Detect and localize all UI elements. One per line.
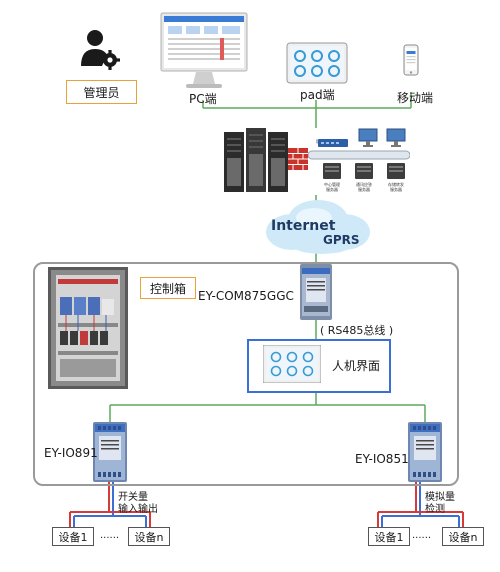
- cabinet-title-box: 控制箱: [140, 277, 196, 299]
- io-module-left-icon: [93, 422, 127, 482]
- hmi-screen-icon: [263, 345, 321, 383]
- io-module-right-icon: [408, 422, 442, 482]
- hmi-label: 人机界面: [332, 359, 381, 373]
- control-cabinet-frame: [33, 262, 459, 486]
- device-label: 设备n: [134, 530, 164, 544]
- server-label-storage: 存储转发 服务器: [388, 182, 404, 192]
- io-left-label: EY-IO891: [44, 446, 98, 460]
- io-right-label: EY-IO851: [355, 452, 409, 466]
- gprs-label: GPRS: [323, 233, 360, 247]
- internet-cloud: [266, 200, 370, 254]
- mobile-label: 移动端: [397, 91, 434, 105]
- pad-label: pad端: [300, 88, 335, 102]
- device-box: 设备n: [128, 527, 170, 546]
- server-icon: [323, 163, 341, 179]
- left-signal-label-line2: 输入输出: [118, 504, 158, 515]
- device-ellipsis: ......: [100, 530, 120, 541]
- device-box: 设备n: [442, 527, 484, 546]
- device-ellipsis: ......: [412, 530, 432, 541]
- firewall-icon: [288, 148, 308, 170]
- server-label-comm: 通讯应答 服务器: [356, 182, 372, 192]
- switch-icon: [318, 139, 348, 147]
- server-icon: [355, 163, 373, 179]
- pc-monitor-icon: [160, 12, 248, 88]
- admin-icon: [81, 30, 120, 70]
- cabinet-title: 控制箱: [149, 281, 186, 296]
- server-icon: [387, 163, 405, 179]
- workstation-icon: [386, 128, 406, 147]
- device-label: 设备n: [448, 530, 478, 544]
- device-label: 设备1: [374, 530, 404, 544]
- rs485-bus-label: ( RS485总线 ): [320, 324, 394, 337]
- pc-label: PC端: [189, 92, 217, 106]
- right-signal-label-line1: 模拟量: [425, 492, 455, 503]
- workstation-icon: [358, 128, 378, 147]
- device-label: 设备1: [58, 530, 88, 544]
- server-label-central: 中心管理 服务器: [324, 182, 340, 192]
- server-rack-icon: [224, 128, 288, 192]
- admin-label-box: 管理员: [66, 80, 137, 104]
- right-signal-label-line2: 检测: [425, 504, 445, 515]
- internet-label: Internet: [271, 218, 336, 234]
- left-signal-label-line1: 开关量: [118, 492, 148, 503]
- gateway-module-icon: [300, 264, 332, 320]
- device-box: 设备1: [52, 527, 94, 546]
- cabinet-photo: [48, 267, 128, 389]
- network-backbone: [308, 150, 410, 160]
- admin-label: 管理员: [83, 85, 120, 100]
- gateway-label: EY-COM875GGC: [198, 289, 294, 303]
- mobile-phone-icon: [403, 44, 419, 76]
- device-box: 设备1: [368, 527, 410, 546]
- pad-icon: [286, 42, 348, 84]
